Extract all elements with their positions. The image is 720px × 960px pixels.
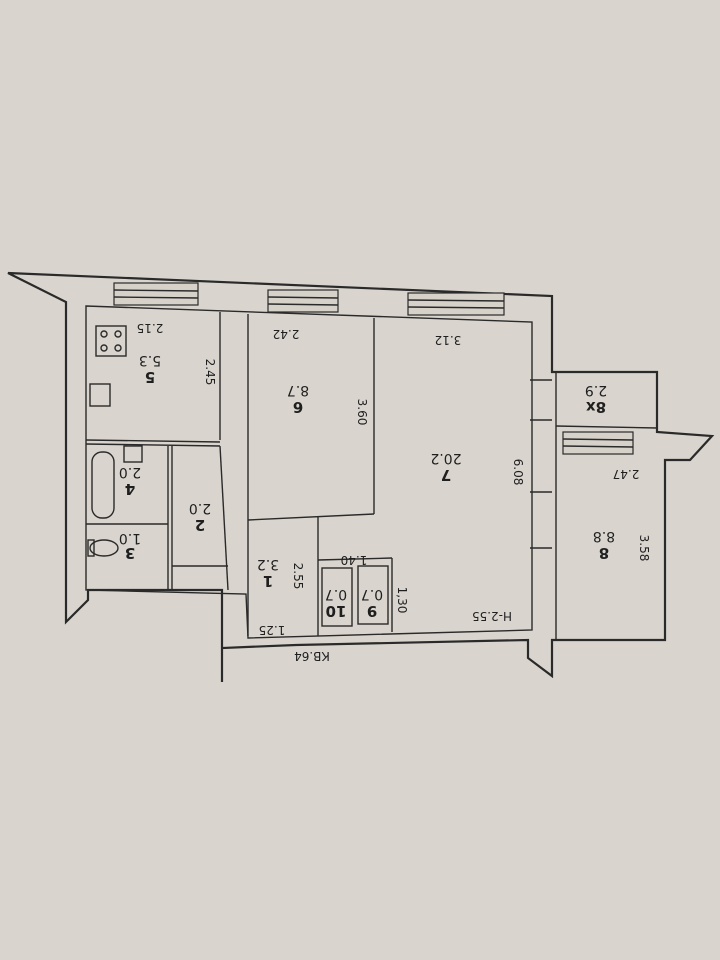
room-9: 9 0.7: [361, 586, 383, 620]
dim-hall-depth: 2.55: [291, 563, 305, 590]
room-2: 2 2.0: [189, 500, 211, 534]
room-6-area: 8.7: [287, 382, 309, 398]
room-10-area: 0.7: [325, 586, 347, 602]
apartment-number-label: КВ.64: [294, 649, 330, 663]
room-2-number: 2: [195, 516, 205, 534]
dim-bedroom-depth: 3.60: [355, 399, 369, 426]
toilet-icon: [89, 539, 119, 557]
room-7-number: 7: [441, 466, 451, 484]
dim-living-width: 3.12: [435, 333, 462, 347]
stove-icon: [95, 325, 127, 357]
room-1-area: 3.2: [257, 556, 279, 572]
room-9-area: 0.7: [361, 586, 383, 602]
room-4-area: 2.0: [119, 464, 141, 480]
room-6-number: 6: [293, 398, 303, 416]
sink-icon: [89, 383, 111, 407]
dim-closet-depth: 1,30: [395, 587, 409, 614]
inner-wall: [85, 305, 533, 639]
dim-entry-width: 1.25: [259, 623, 286, 637]
dimension-labels: 2.15 2.45 2.42 3.60 3.12 6.08 2.47 3.58 …: [137, 321, 651, 637]
dim-kitchen-depth: 2.45: [203, 359, 217, 386]
dim-living-depth: 6.08: [511, 459, 525, 486]
ceiling-height-label: H-2.55: [472, 609, 512, 623]
room-7-area: 20.2: [430, 450, 461, 466]
room-10-number: 10: [326, 602, 347, 620]
room-9-number: 9: [367, 602, 377, 620]
outer-wall: [7, 271, 715, 682]
room-1-number: 1: [263, 572, 273, 590]
room-8x: 8х 2.9: [585, 382, 607, 416]
room-4-number: 4: [125, 480, 135, 498]
window-living: [407, 292, 505, 316]
window-bedroom: [267, 289, 339, 313]
dim-bedroom-width: 2.42: [273, 327, 300, 341]
room-3-area: 1.0: [119, 530, 141, 546]
room-7: 7 20.2: [430, 450, 461, 484]
room-8-area: 8.8: [593, 528, 615, 544]
room-8x-number: 8х: [586, 398, 606, 416]
room-3: 3 1.0: [119, 530, 141, 562]
window-kitchen: [113, 282, 199, 306]
room-6: 6 8.7: [287, 382, 309, 416]
room-1: 1 3.2: [257, 556, 279, 590]
dim-hall-width: 1.40: [341, 553, 368, 567]
dim-kitchen-width: 2.15: [137, 321, 164, 335]
room-labels: 1 3.2 2 2.0 3 1.0 4 2.0 5 5.3 6 8.7 7 20…: [119, 352, 615, 620]
washbasin-icon: [123, 445, 143, 463]
room-8-number: 8: [599, 544, 609, 562]
room-4: 4 2.0: [119, 464, 141, 498]
room-8x-area: 2.9: [585, 382, 607, 398]
room-10: 10 0.7: [325, 586, 347, 620]
dim-room8-depth: 3.58: [637, 535, 651, 562]
room-5: 5 5.3: [139, 352, 161, 386]
windows: [113, 282, 634, 455]
interior-walls: [85, 312, 658, 640]
room-3-number: 3: [125, 544, 135, 562]
bathtub-icon: [91, 451, 115, 519]
room-8: 8 8.8: [593, 528, 615, 562]
room-5-area: 5.3: [139, 352, 161, 368]
room-5-number: 5: [145, 368, 155, 386]
window-balcony: [562, 431, 634, 455]
dim-room8-width: 2.47: [613, 467, 640, 481]
room-2-area: 2.0: [189, 500, 211, 516]
fixtures: [87, 325, 143, 557]
